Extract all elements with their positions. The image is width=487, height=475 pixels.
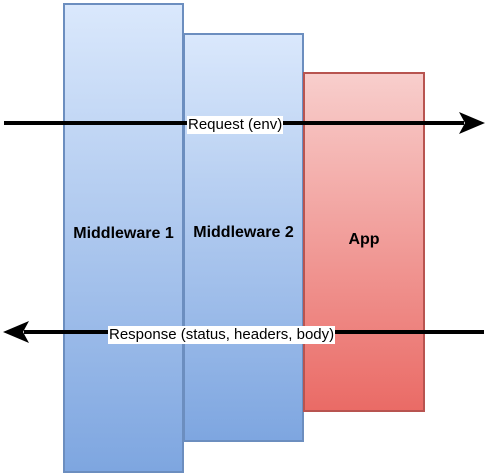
app-box: App xyxy=(303,72,425,412)
middleware-1-label: Middleware 1 xyxy=(73,224,174,242)
request-label: Request (env) xyxy=(187,116,284,134)
middleware-1-box: Middleware 1 xyxy=(63,3,184,473)
middleware-2-label: Middleware 2 xyxy=(193,224,294,241)
app-label: App xyxy=(348,231,380,248)
response-label: Response (status, headers, body) xyxy=(108,326,336,344)
middleware-2-box: Middleware 2 xyxy=(183,33,304,442)
